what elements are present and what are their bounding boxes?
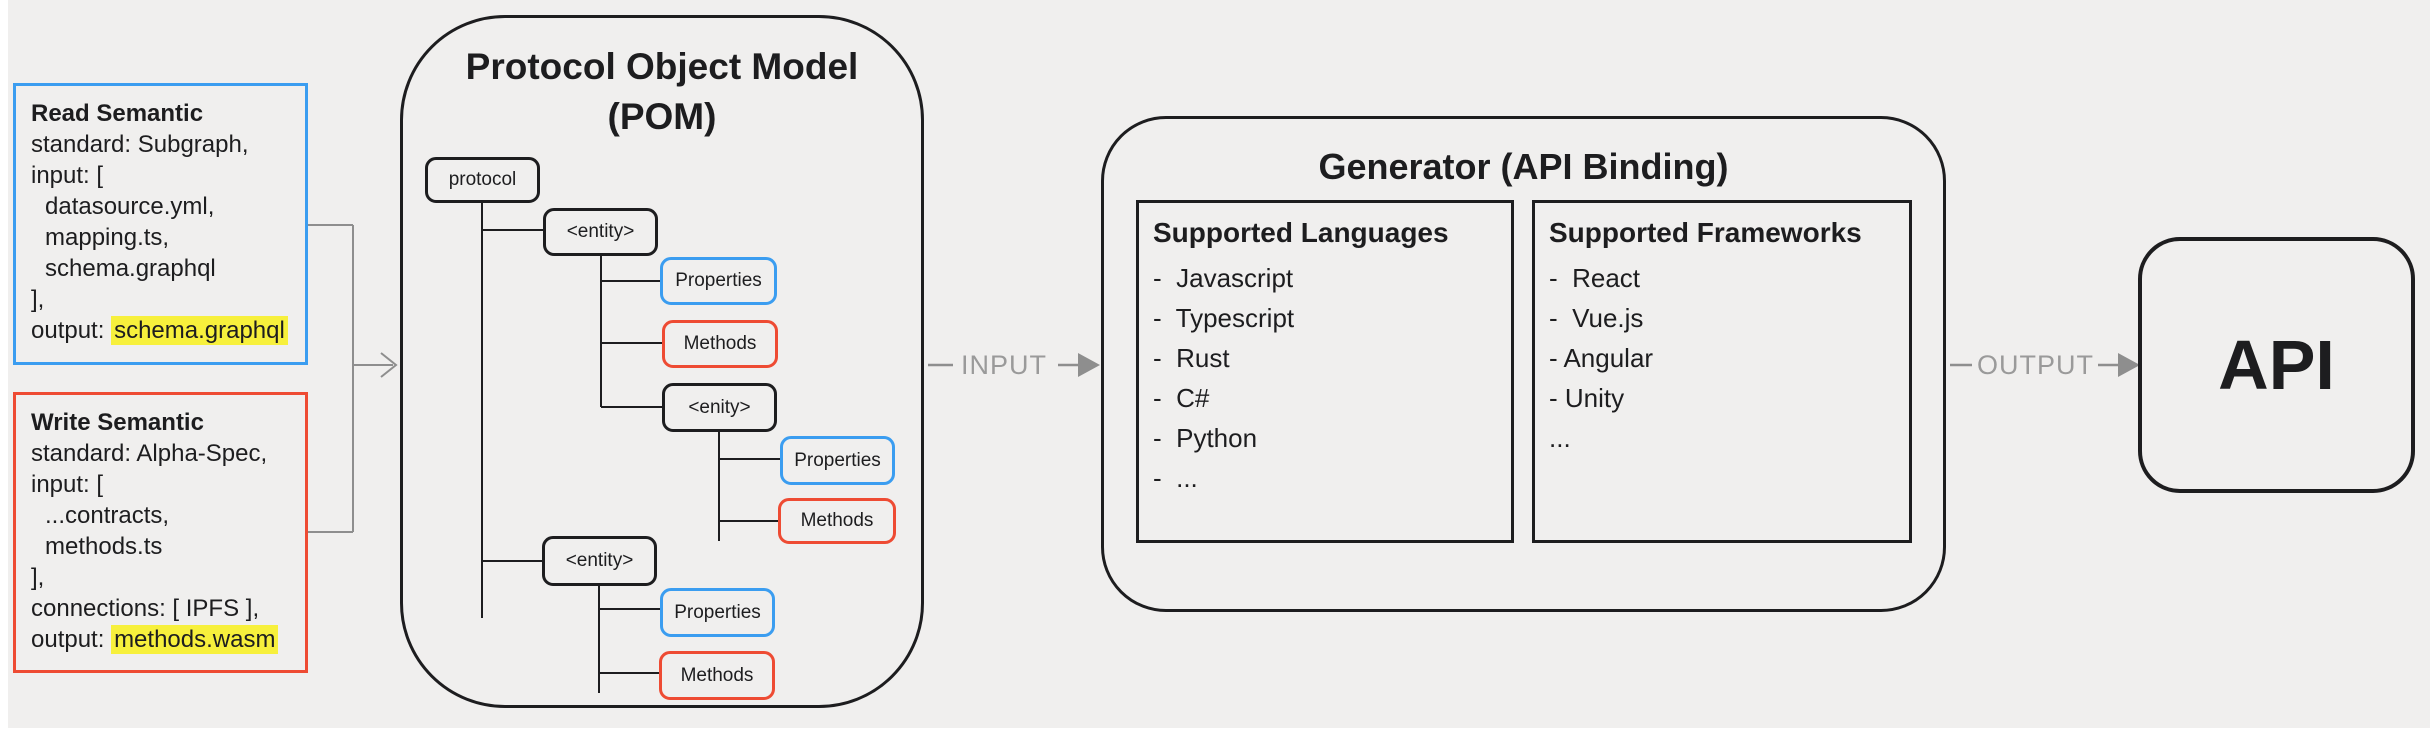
input-flow-label: INPUT [961,350,1047,380]
supported-frameworks-title: Supported Frameworks [1549,217,1862,248]
open-arrowhead-icon [380,352,398,378]
language-item: - Typescript [1153,303,1295,333]
write-output-highlight: methods.wasm [111,625,279,654]
pom-title-line1: Protocol Object Model [465,46,859,87]
framework-item: - Vue.js [1549,303,1644,333]
write-semantic-line: standard: Alpha-Spec, [31,440,268,467]
write-output-prefix: output: [31,626,112,653]
read-semantic-line: ], [31,286,45,313]
read-semantic-line: standard: Subgraph, [31,131,249,158]
read-output-prefix: output: [31,317,112,344]
node-entity-1: <entity> [543,208,658,256]
write-semantic-output-line: output: methods.wasm [31,624,305,655]
framework-item: - Angular [1549,343,1654,373]
language-item: - Javascript [1153,263,1294,293]
pom-title-line2: (POM) [607,96,717,137]
read-semantic-line: mapping.ts, [45,224,170,251]
language-item: - Python [1153,423,1258,453]
page-edge-left [0,0,8,736]
node-methods-1: Methods [662,320,778,368]
input-arrow [928,353,1100,377]
write-semantic-line: connections: [ IPFS ], [31,595,260,622]
supported-languages-panel: Supported Languages - Javascript - Types… [1136,200,1514,543]
write-semantic-line: ], [31,564,45,591]
read-semantic-line: datasource.yml, [45,193,215,220]
node-methods-2: Methods [778,498,896,544]
pom-title: Protocol Object Model (POM) [400,42,924,142]
page-edge-bottom [0,728,2430,736]
node-entity-3: <entity> [542,536,657,586]
node-properties-3: Properties [660,588,775,637]
framework-item: - Unity [1549,383,1625,413]
node-methods-3: Methods [659,651,775,700]
node-entity-2: <enity> [662,383,777,432]
supported-frameworks-panel: Supported Frameworks - React - Vue.js - … [1532,200,1912,543]
framework-item: - React [1549,263,1641,293]
read-semantic-output-line: output: schema.graphql [31,315,305,346]
node-protocol: protocol [425,157,540,203]
read-semantic-box: Read Semantic standard: Subgraph, input:… [13,83,308,365]
input-arrowhead-icon [1078,353,1100,377]
generator-title: Generator (API Binding) [1318,146,1729,187]
pom-container-box [400,15,924,708]
output-arrowhead-icon [2118,353,2140,377]
write-semantic-box: Write Semantic standard: Alpha-Spec, inp… [13,392,308,673]
write-semantic-title: Write Semantic [31,409,204,436]
language-item: - ... [1153,463,1198,493]
generator-box [1101,116,1946,612]
output-arrow [1950,353,2140,377]
read-semantic-line: input: [ [31,162,104,189]
read-semantic-title: Read Semantic [31,100,204,127]
output-flow-label: OUTPUT [1977,350,2094,380]
api-box: API [2138,237,2415,493]
node-properties-2: Properties [780,436,895,485]
read-semantic-line: schema.graphql [45,255,216,282]
semantic-to-pom-connector [308,224,398,533]
node-properties-1: Properties [660,257,777,305]
supported-languages-title: Supported Languages [1153,217,1449,248]
write-semantic-line: input: [ [31,471,104,498]
write-semantic-line: methods.ts [45,533,163,560]
read-output-highlight: schema.graphql [111,316,288,345]
framework-item: ... [1549,423,1571,453]
language-item: - Rust [1153,343,1230,373]
language-item: - C# [1153,383,1210,413]
pom-tree-lines [481,203,780,693]
write-semantic-line: ...contracts, [45,502,170,529]
